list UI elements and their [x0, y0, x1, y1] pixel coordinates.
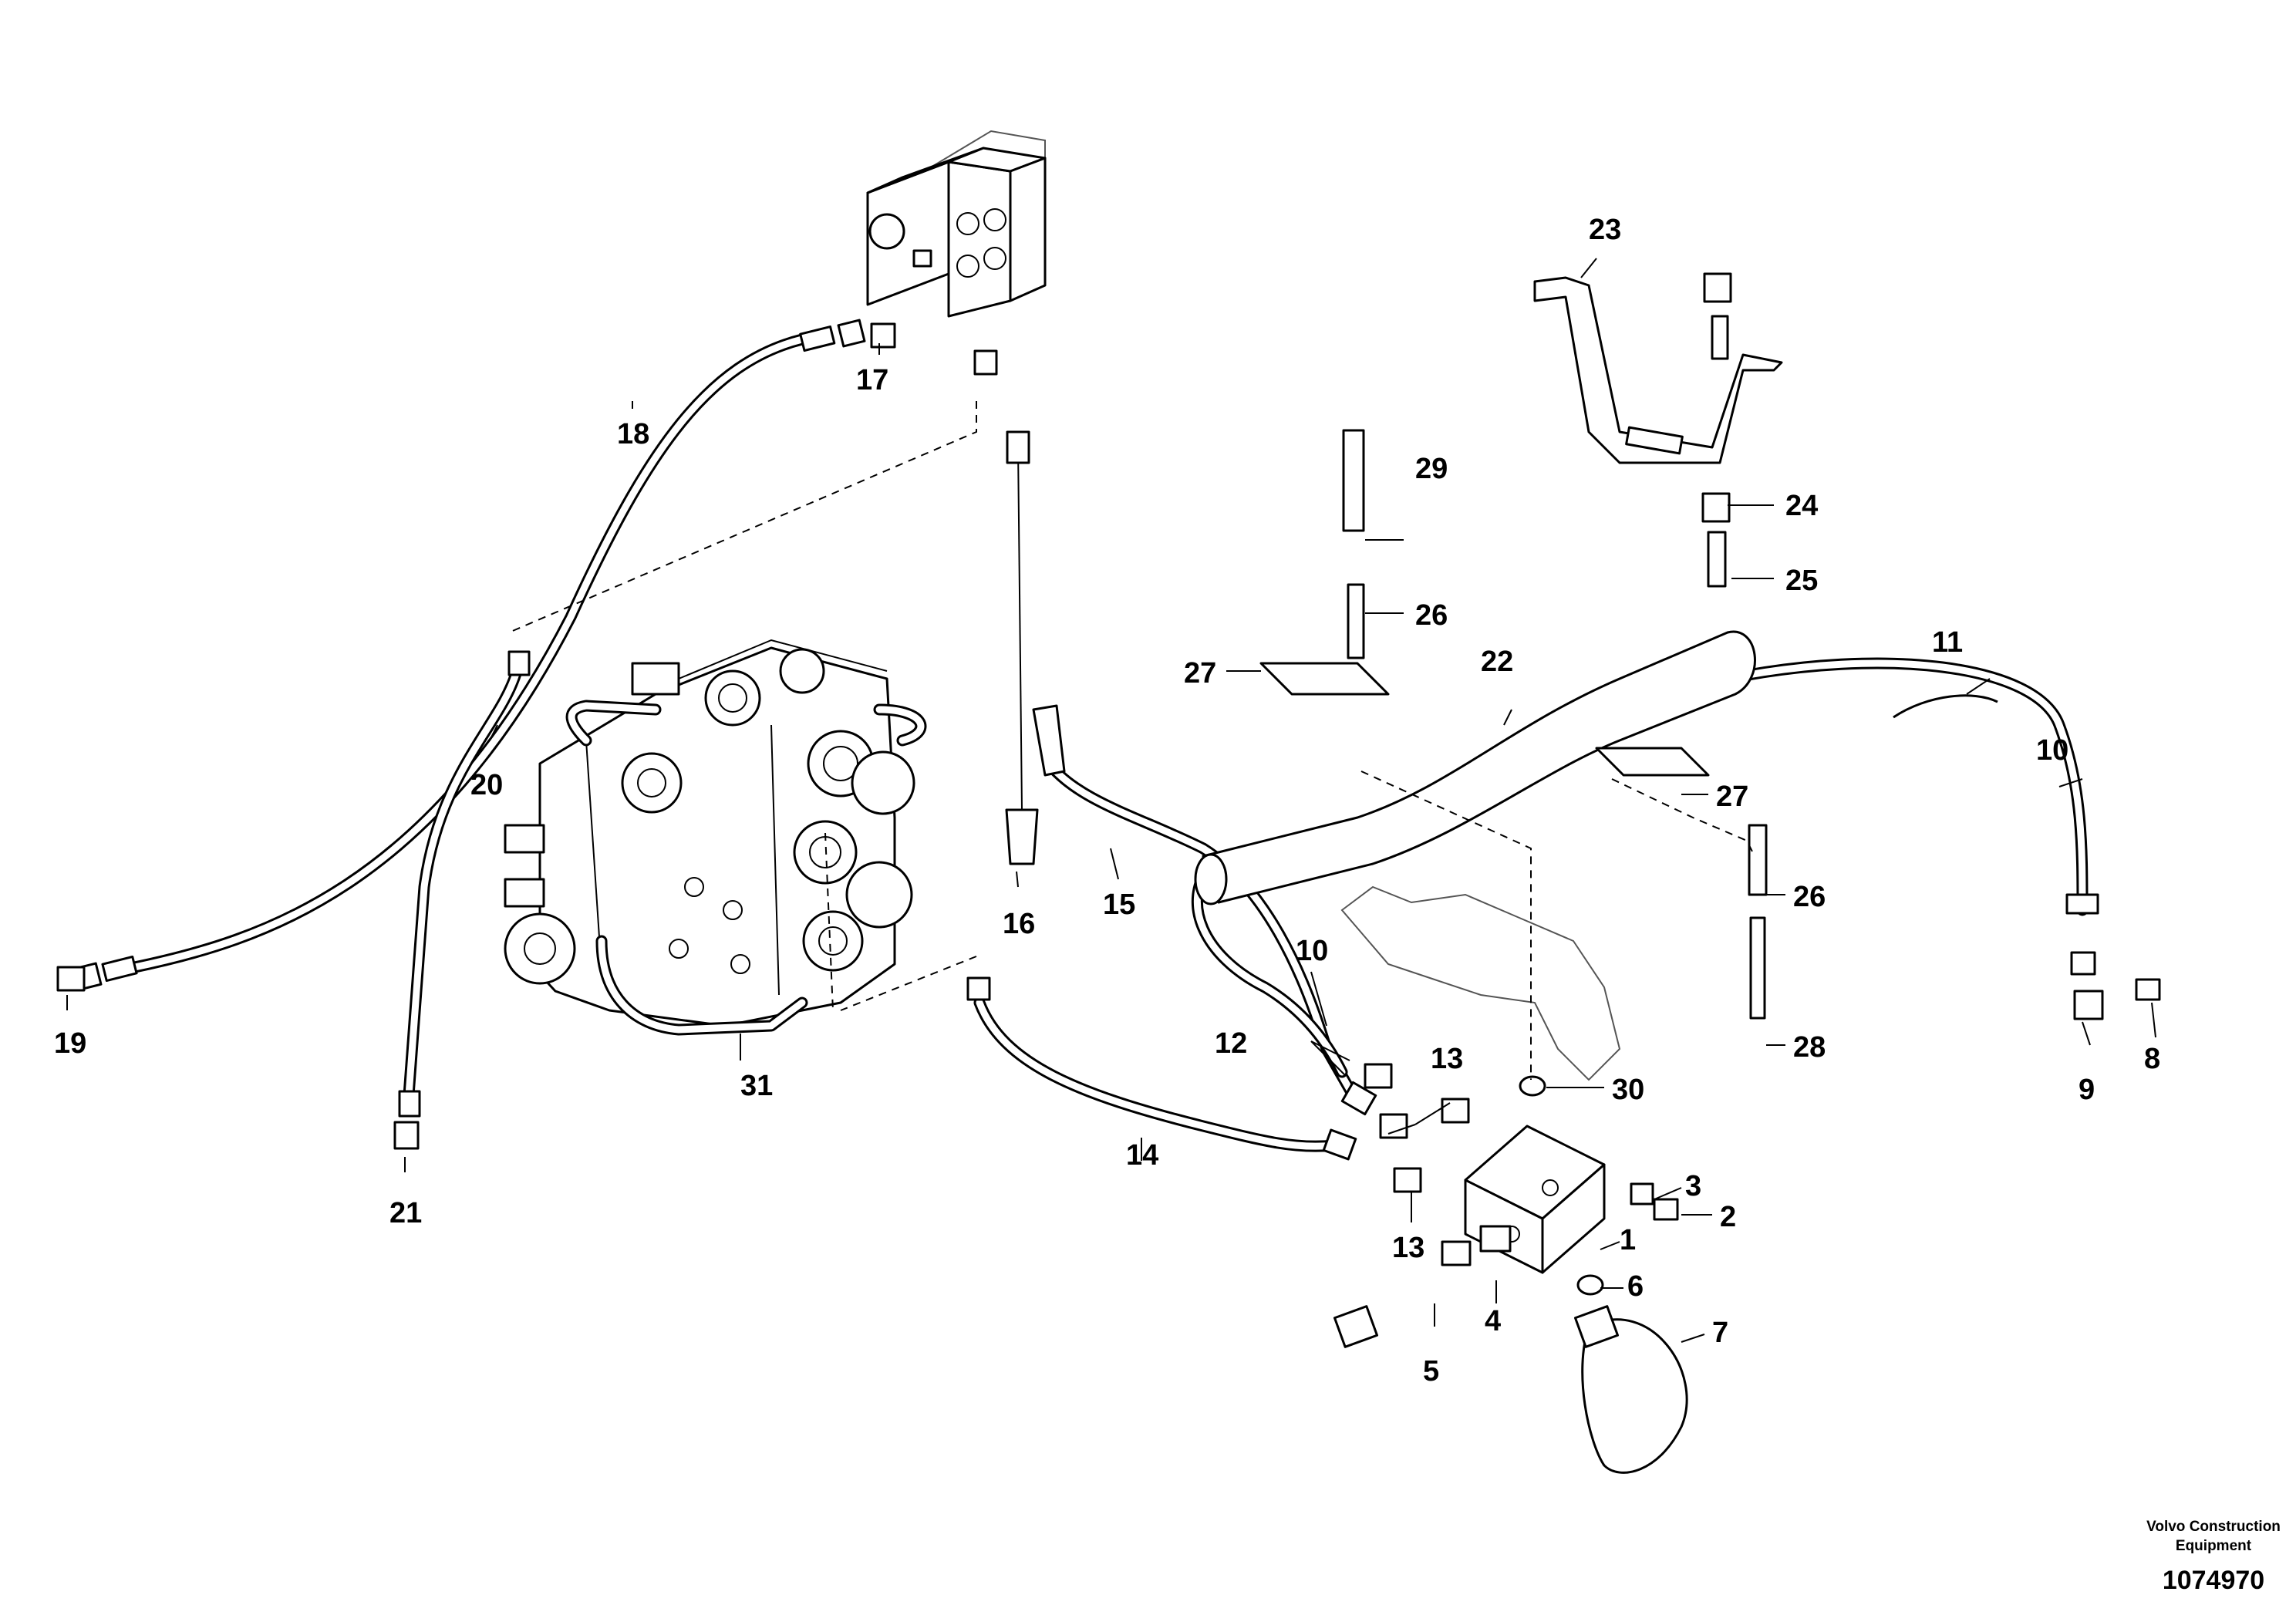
- callout-28: 28: [1793, 1031, 1826, 1064]
- callout-21: 21: [389, 1197, 422, 1229]
- credit-line-2: Equipment: [2176, 1538, 2252, 1554]
- callout-13b: 13: [1392, 1232, 1424, 1264]
- bracket-23: [1533, 276, 1783, 464]
- callout-2: 2: [1720, 1201, 1736, 1233]
- callout-31: 31: [740, 1070, 773, 1102]
- callout-19: 19: [54, 1027, 86, 1060]
- callout-4: 4: [1485, 1305, 1501, 1337]
- footer: Volvo Construction Equipment 1074970: [2146, 1519, 2281, 1595]
- callout-15: 15: [1103, 889, 1135, 921]
- callout-12: 12: [1215, 1027, 1247, 1060]
- callout-27a: 27: [1184, 657, 1216, 690]
- callout-5: 5: [1423, 1355, 1439, 1388]
- callout-17: 17: [856, 364, 888, 396]
- control-valve-assembly: [504, 639, 927, 1036]
- callout-9: 9: [2079, 1074, 2095, 1106]
- callout-20: 20: [470, 769, 503, 801]
- callout-6: 6: [1627, 1270, 1644, 1303]
- callout-13a: 13: [1431, 1043, 1463, 1075]
- callout-25: 25: [1785, 565, 1818, 597]
- tube-22: [1194, 630, 1756, 905]
- document-number: 1074970: [2163, 1566, 2264, 1595]
- fittings: [56, 272, 2161, 1296]
- assembly-lines: [508, 401, 1755, 1080]
- mounting-bracket-outline: [1340, 885, 1621, 1081]
- callout-labels: 1 2 3 4 5 6 7 8 9 10 10 11 12 13 13 14 1…: [54, 214, 2160, 1388]
- callout-26b: 26: [1793, 881, 1826, 913]
- callout-27b: 27: [1716, 781, 1748, 813]
- callout-7: 7: [1712, 1317, 1728, 1349]
- callout-30: 30: [1612, 1074, 1644, 1106]
- credit-line-1: Volvo Construction: [2146, 1519, 2281, 1535]
- callout-3: 3: [1685, 1170, 1701, 1202]
- callout-10b: 10: [2036, 734, 2068, 767]
- hose-20: [398, 650, 531, 1118]
- callout-14: 14: [1126, 1139, 1158, 1172]
- leader-lines: [66, 258, 2156, 1343]
- callout-29: 29: [1415, 453, 1448, 485]
- hose-14: [966, 976, 1357, 1161]
- hose-10-lower: [1191, 858, 1348, 1078]
- solenoid-valve-block: [866, 130, 1047, 318]
- callout-26a: 26: [1415, 599, 1448, 632]
- callout-24: 24: [1785, 490, 1818, 522]
- hose-15: [1032, 704, 1377, 1116]
- accumulator-7: [1333, 1305, 1688, 1474]
- callout-23: 23: [1589, 214, 1621, 246]
- callout-11: 11: [1932, 626, 1963, 659]
- callout-1: 1: [1620, 1224, 1636, 1256]
- callout-8: 8: [2144, 1043, 2160, 1075]
- callout-16: 16: [1003, 908, 1035, 940]
- hose-18: [73, 319, 866, 991]
- hose-10-right: [1721, 657, 2099, 976]
- callout-22: 22: [1481, 646, 1513, 678]
- callout-18: 18: [617, 418, 649, 450]
- hose-16-line: [1005, 430, 1039, 865]
- callout-10a: 10: [1296, 935, 1328, 967]
